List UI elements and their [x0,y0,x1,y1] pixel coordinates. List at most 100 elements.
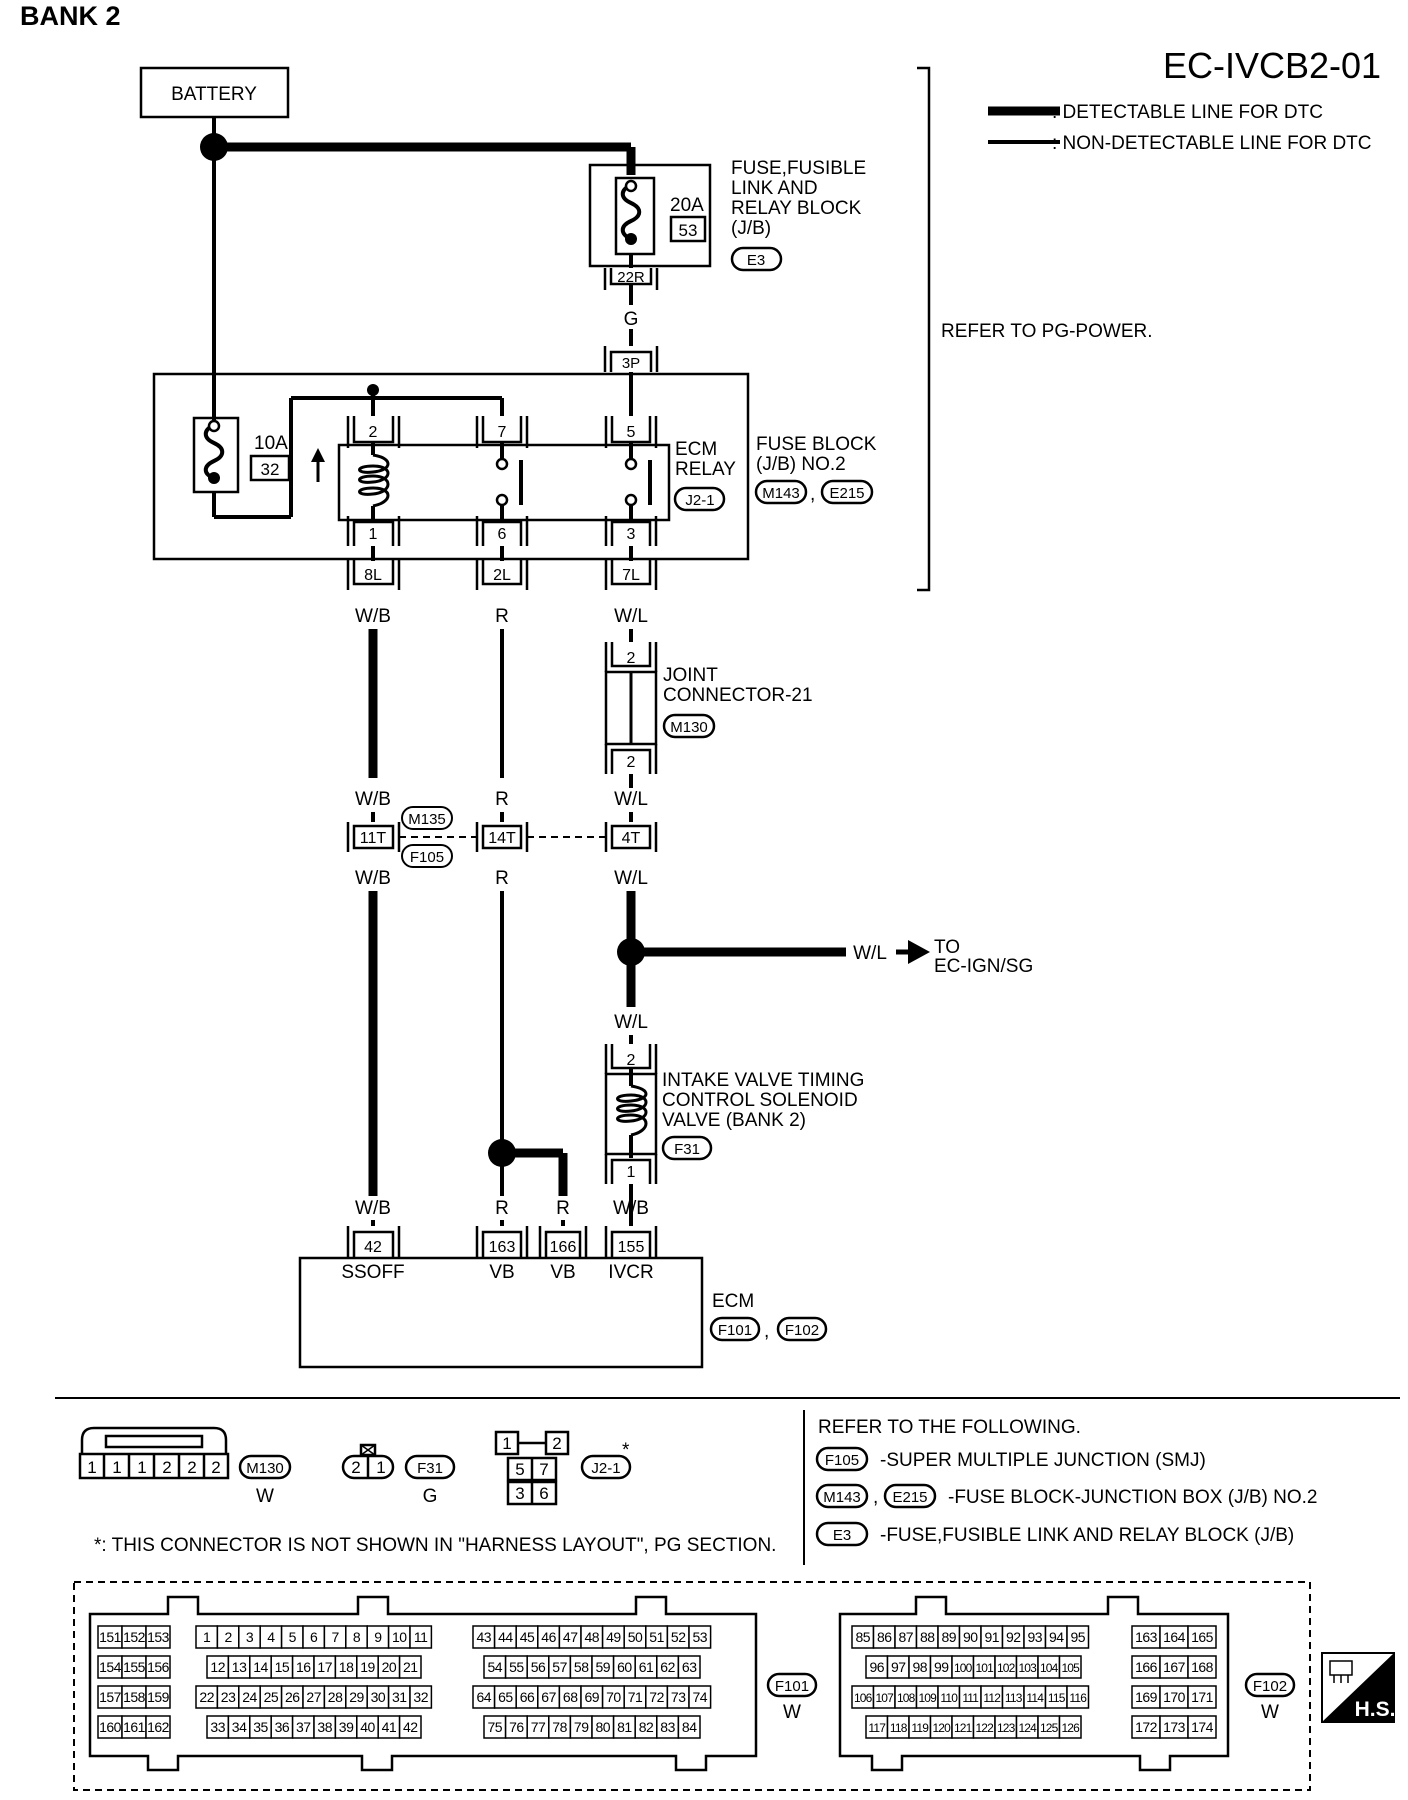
pin-number: 78 [552,1719,567,1735]
pin-number: 76 [509,1719,524,1735]
connector-view-badge-f31: F31 [404,1454,456,1480]
ecm-terminal-166: 166 [550,1239,577,1256]
power-bracket [917,66,931,592]
pin-number: 34 [232,1719,247,1735]
pin-number: 25 [264,1689,279,1705]
pin-number: 98 [912,1659,927,1675]
pin-number: 174 [1191,1719,1214,1735]
pin-number: 91 [984,1629,999,1645]
pin-number: 42 [403,1719,418,1735]
solenoid-valve [604,1044,658,1200]
fuse-block-2-box [152,372,750,561]
wires-upper [368,629,633,778]
j21-pin-5: 5 [515,1460,524,1479]
pin-number: 126 [1061,1721,1080,1735]
wire-g-label: G [624,309,639,330]
pin-number: 94 [1049,1629,1064,1645]
pin-number: 61 [639,1659,654,1675]
joint-connector-21 [604,642,658,780]
pin-number: 4 [267,1629,275,1645]
smj-terminal-4t: 4T [622,830,641,847]
pin-number: 7 [331,1629,339,1645]
relay-coil-icon [358,442,390,522]
f31-pin-1: 1 [376,1458,385,1477]
pin-number: 99 [934,1659,949,1675]
svg-text:M143: M143 [823,1489,861,1506]
pin-number: 100 [954,1661,973,1675]
pin-number: 90 [963,1629,978,1645]
relay-pin-3: 3 [627,526,636,543]
wire-label-wb-1: W/B [355,606,391,627]
pin-number: 79 [574,1719,589,1735]
f31-pin-2: 2 [351,1458,360,1477]
ecm-box [298,1256,704,1369]
pin-number: 36 [275,1719,290,1735]
wire-label-r-2: R [495,789,509,810]
svg-text:J2-1: J2-1 [591,1460,620,1477]
svg-text:-SUPER MULTIPLE JUNCTION (SMJ): -SUPER MULTIPLE JUNCTION (SMJ) [880,1450,1206,1471]
wire-label-wl-3: W/L [614,868,648,889]
legend: : DETECTABLE LINE FOR DTC : NON-DETECTAB… [988,102,1372,154]
pin-number: 57 [552,1659,567,1675]
pin-number: 71 [628,1689,643,1705]
f102-color: W [1261,1702,1279,1723]
pin-cell [1058,1655,1082,1679]
pin-number: 10 [392,1629,407,1645]
pin-number: 48 [585,1629,600,1645]
connector-badge-e215: E215 [820,479,874,505]
pin-number: 166 [1135,1659,1158,1675]
pin-number: 105 [1061,1661,1080,1675]
pin-cell [398,1715,422,1739]
pin-number: 96 [869,1659,884,1675]
pin-number: 82 [639,1719,654,1735]
pin-number: 1 [203,1629,211,1645]
to-ign-wire: W/L [853,943,887,964]
pin-number: 110 [940,1691,958,1705]
pin-number: 81 [617,1719,632,1735]
pin-number: 50 [628,1629,643,1645]
pin-cell [688,1685,712,1709]
arrow-up-icon [311,448,325,482]
j21-pin-7: 7 [539,1460,548,1479]
connector-badge-f101: F101 [709,1316,761,1342]
pin-number: 55 [509,1659,524,1675]
battery-label: BATTERY [171,84,257,105]
pin-number: 120 [932,1721,951,1735]
pin-number: 33 [210,1719,225,1735]
pin-number: 168 [1191,1659,1214,1675]
svg-text:J2-1: J2-1 [685,492,714,509]
terminal-3p: 3P [622,355,640,372]
pin-number: 43 [477,1629,492,1645]
wire-label-wl-2: W/L [614,789,648,810]
pin-number: 56 [531,1659,546,1675]
pin-number: 87 [898,1629,913,1645]
connector-badge-f101-pinout: F101 [766,1672,818,1698]
pin-number: 49 [606,1629,621,1645]
pin-number: 47 [563,1629,578,1645]
m130-pin-2: 1 [112,1458,121,1477]
pin-number: 11 [414,1629,428,1645]
svg-text:E3: E3 [747,252,765,269]
pin-number: 9 [374,1629,382,1645]
pin-number: 118 [890,1721,908,1735]
svg-text:F31: F31 [417,1460,443,1477]
connector-badge-f102-pinout: F102 [1244,1672,1296,1698]
pin-cell [688,1625,712,1649]
pin-number: 102 [997,1661,1016,1675]
pin-number: 161 [123,1719,146,1735]
pin-cell [1058,1715,1082,1739]
pin-number: 22 [199,1689,214,1705]
pin-number: 119 [911,1721,929,1735]
pin-number: 51 [649,1629,664,1645]
connector-view-f31 [341,1443,395,1480]
f101-outline [88,1595,758,1772]
block-bottom-terminals [346,546,658,590]
svg-text:H.S.: H.S. [1355,1698,1396,1721]
pin-number: 8 [353,1629,361,1645]
pin-number: 14 [253,1659,268,1675]
pin-number: 83 [660,1719,675,1735]
pin-number: 46 [541,1629,556,1645]
pin-number: 41 [382,1719,397,1735]
pin-number: 172 [1135,1719,1158,1735]
